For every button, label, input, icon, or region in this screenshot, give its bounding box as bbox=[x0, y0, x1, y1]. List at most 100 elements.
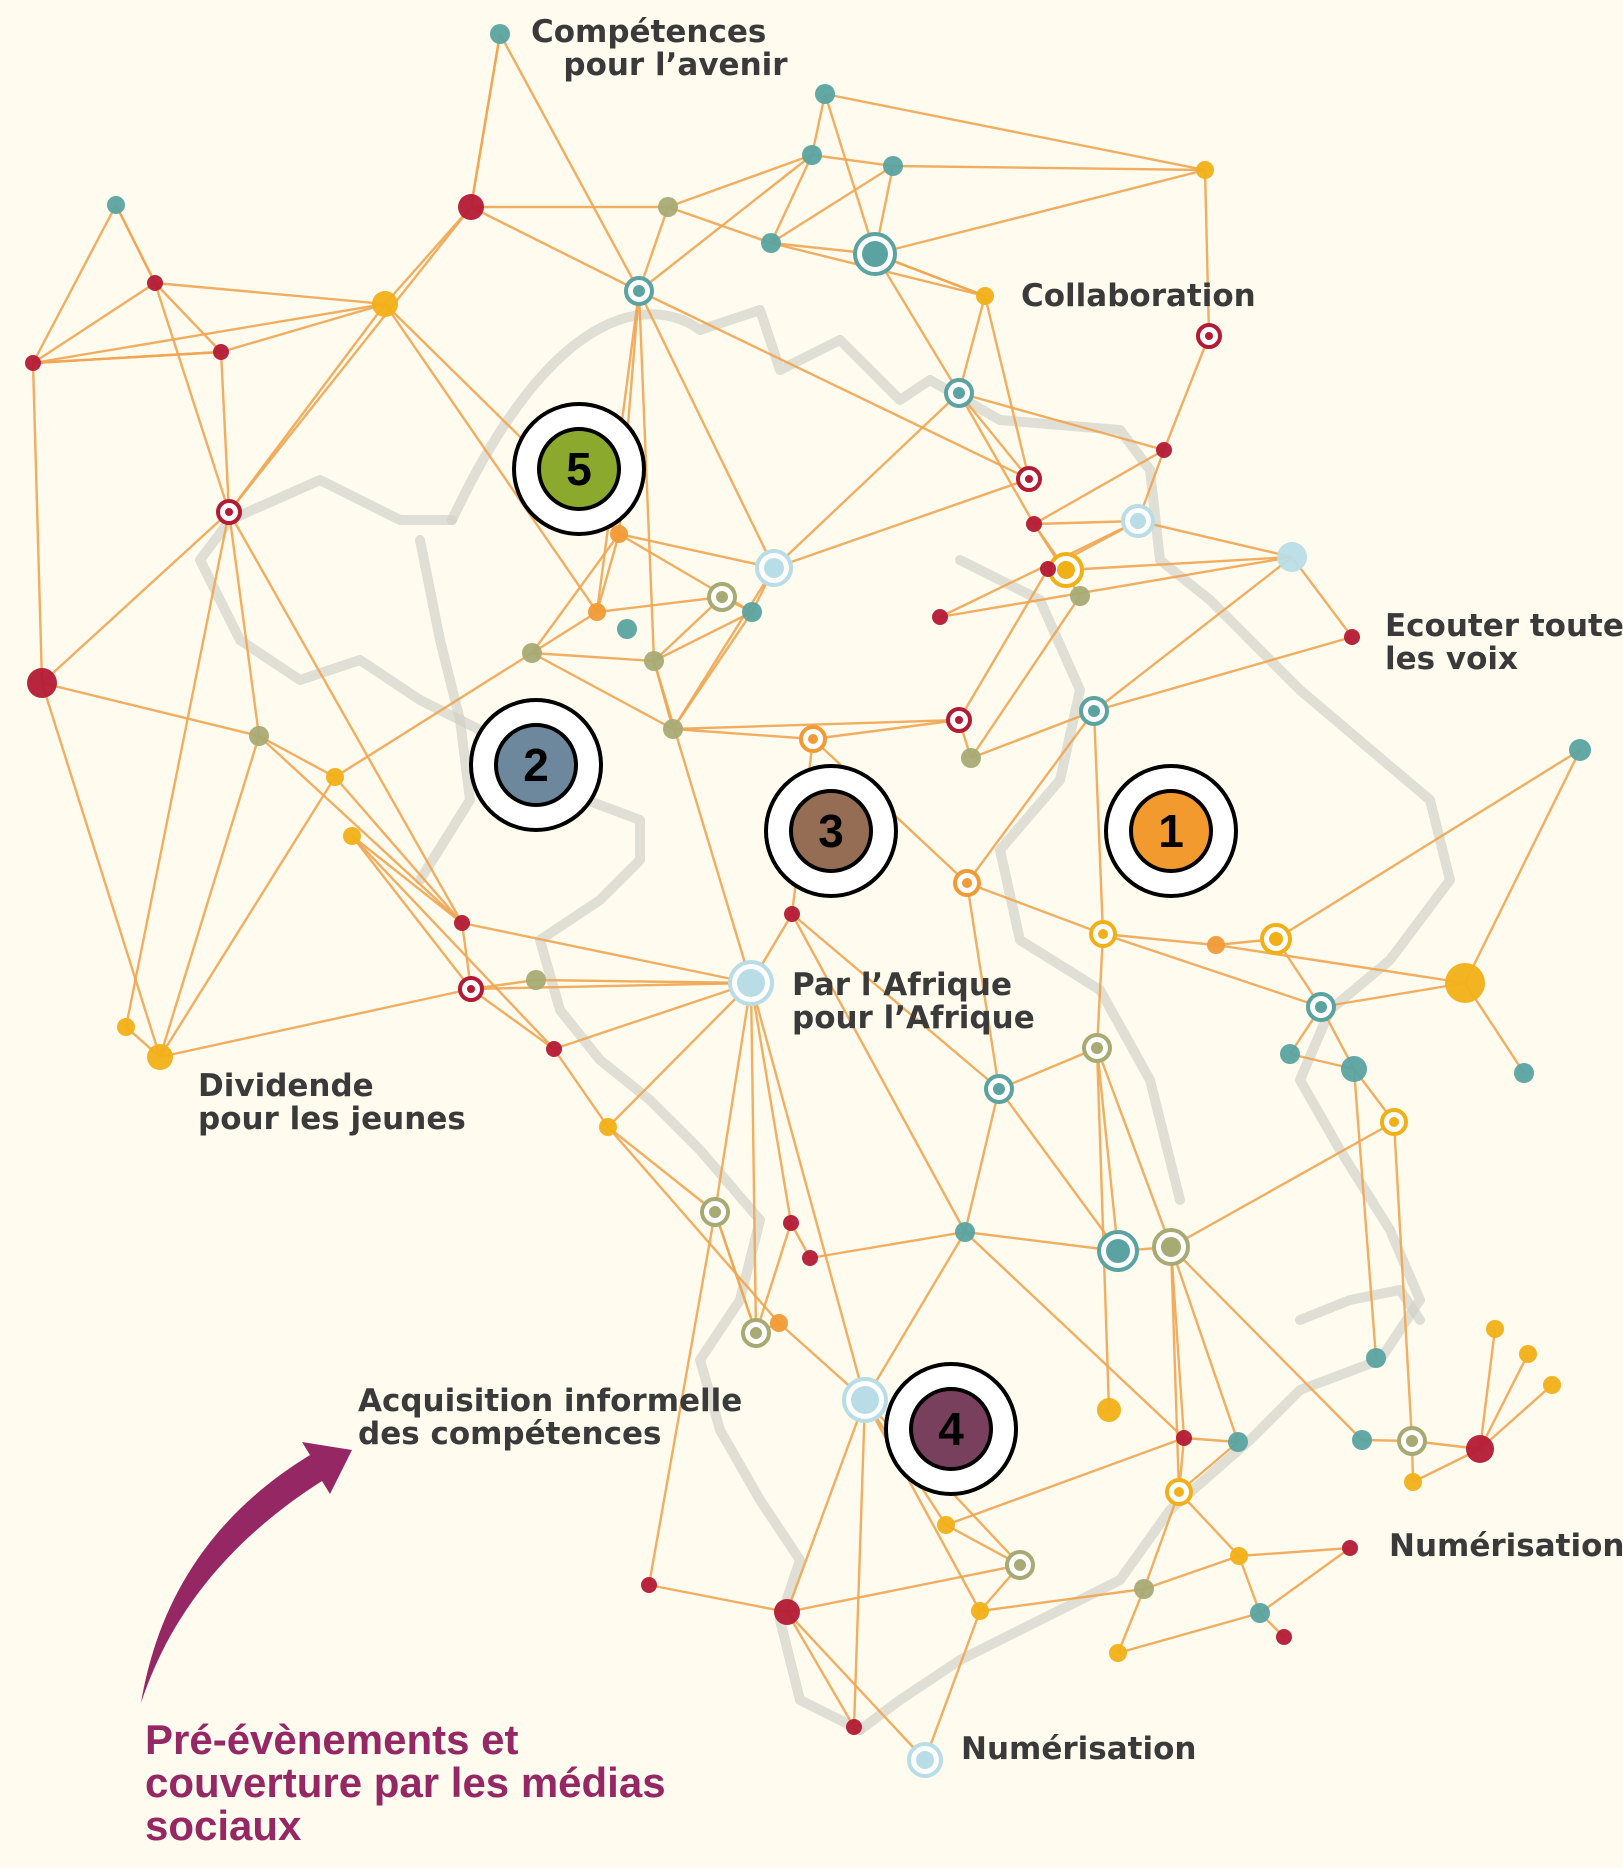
network-node bbox=[802, 1250, 818, 1266]
network-edge bbox=[966, 881, 1104, 936]
network-node bbox=[467, 985, 475, 993]
badge-4-inner: 4 bbox=[909, 1387, 993, 1471]
network-edge bbox=[334, 651, 533, 779]
label-dividende-pour-les-jeunes: Dividende pour les jeunes bbox=[198, 1068, 466, 1137]
network-edge bbox=[749, 982, 758, 1334]
network-edge bbox=[1093, 635, 1353, 713]
network-edge bbox=[965, 882, 1001, 1090]
caption-pre-evenements: Pré-évènements et couverture par les méd… bbox=[145, 1718, 765, 1847]
network-edge bbox=[923, 1610, 982, 1761]
network-edge bbox=[1116, 1588, 1146, 1654]
network-node bbox=[1156, 442, 1172, 458]
caption-line-1: Pré-évènements et bbox=[145, 1716, 519, 1763]
network-node bbox=[458, 194, 484, 220]
network-edge bbox=[785, 1611, 856, 1728]
network-edge bbox=[1162, 335, 1211, 451]
network-node bbox=[764, 558, 784, 578]
network-edge bbox=[1033, 519, 1139, 526]
network-edge bbox=[1275, 748, 1581, 941]
network-edge bbox=[31, 204, 118, 364]
network-edge bbox=[963, 1088, 1001, 1233]
network-edge bbox=[958, 392, 1030, 480]
network-node bbox=[1366, 1348, 1386, 1368]
network-node bbox=[750, 1327, 762, 1339]
network-node bbox=[1207, 936, 1225, 954]
network-edge bbox=[824, 92, 1206, 172]
network-node bbox=[117, 1018, 135, 1036]
network-edge bbox=[351, 835, 555, 1050]
caption-line-3: sociaux bbox=[145, 1802, 302, 1849]
network-edge bbox=[41, 681, 260, 738]
badge-1-number: 1 bbox=[1158, 805, 1184, 857]
network-edge bbox=[1215, 943, 1466, 985]
network-node bbox=[962, 878, 972, 888]
network-edge bbox=[964, 1230, 1119, 1253]
network-node bbox=[147, 1044, 173, 1070]
network-node bbox=[663, 719, 683, 739]
network-node bbox=[1277, 542, 1307, 572]
network-edge bbox=[970, 709, 1095, 760]
network-edge bbox=[1463, 749, 1582, 984]
network-edge bbox=[535, 978, 752, 985]
network-edge bbox=[553, 1048, 609, 1128]
network-edge bbox=[32, 302, 386, 365]
arrow-shaft bbox=[141, 1442, 352, 1703]
network-node bbox=[25, 355, 41, 371]
network-node bbox=[1514, 1063, 1534, 1083]
network-node bbox=[1250, 1603, 1270, 1623]
network-edge bbox=[1237, 1555, 1262, 1614]
network-node bbox=[961, 748, 981, 768]
network-node bbox=[1106, 1239, 1130, 1263]
network-edge bbox=[638, 154, 813, 292]
network-edge bbox=[786, 1611, 926, 1761]
network-node bbox=[617, 619, 637, 639]
network-node bbox=[783, 1215, 799, 1231]
network-node bbox=[633, 285, 645, 297]
network-edge bbox=[672, 718, 960, 731]
network-edge bbox=[653, 596, 723, 662]
badge-5-number: 5 bbox=[566, 443, 592, 495]
network-node bbox=[955, 1222, 975, 1242]
network-edge bbox=[498, 33, 641, 292]
network-node bbox=[490, 24, 510, 44]
network-edge bbox=[939, 519, 1139, 619]
network-node bbox=[937, 1516, 955, 1534]
network-edge bbox=[469, 33, 502, 208]
network-edge bbox=[749, 982, 793, 1224]
network-edge bbox=[159, 987, 472, 1059]
network-node bbox=[1196, 161, 1214, 179]
network-node bbox=[774, 1599, 800, 1625]
network-node bbox=[147, 275, 163, 291]
network-node bbox=[1161, 1237, 1181, 1257]
network-edge bbox=[258, 734, 336, 779]
network-edge bbox=[1095, 933, 1105, 1049]
network-edge bbox=[1169, 1246, 1181, 1493]
network-edge bbox=[667, 153, 813, 209]
badge-5: 5 bbox=[512, 402, 646, 536]
network-node bbox=[249, 726, 269, 746]
network-node bbox=[1269, 932, 1283, 946]
network-node bbox=[1026, 516, 1042, 532]
network-edge bbox=[786, 1563, 1021, 1614]
network-node bbox=[644, 651, 664, 671]
badge-5-inner: 5 bbox=[537, 427, 621, 511]
network-node bbox=[1109, 1644, 1127, 1662]
network-edge bbox=[958, 391, 1165, 452]
network-node bbox=[953, 387, 965, 399]
network-edge bbox=[809, 1230, 966, 1260]
label-numerisation-bottom: Numérisation bbox=[961, 1731, 1197, 1767]
network-node bbox=[1276, 1629, 1292, 1645]
network-edge bbox=[351, 835, 472, 990]
network-node bbox=[955, 716, 963, 724]
network-edge bbox=[1095, 1047, 1120, 1252]
network-node bbox=[761, 233, 781, 253]
network-node bbox=[588, 603, 606, 621]
network-edge bbox=[595, 533, 621, 613]
network-edge bbox=[1142, 1491, 1181, 1590]
network-edge bbox=[1117, 1611, 1261, 1655]
network-edge bbox=[957, 392, 1036, 525]
network-edge bbox=[227, 511, 464, 924]
network-node bbox=[27, 668, 57, 698]
network-edge bbox=[1178, 1491, 1240, 1557]
